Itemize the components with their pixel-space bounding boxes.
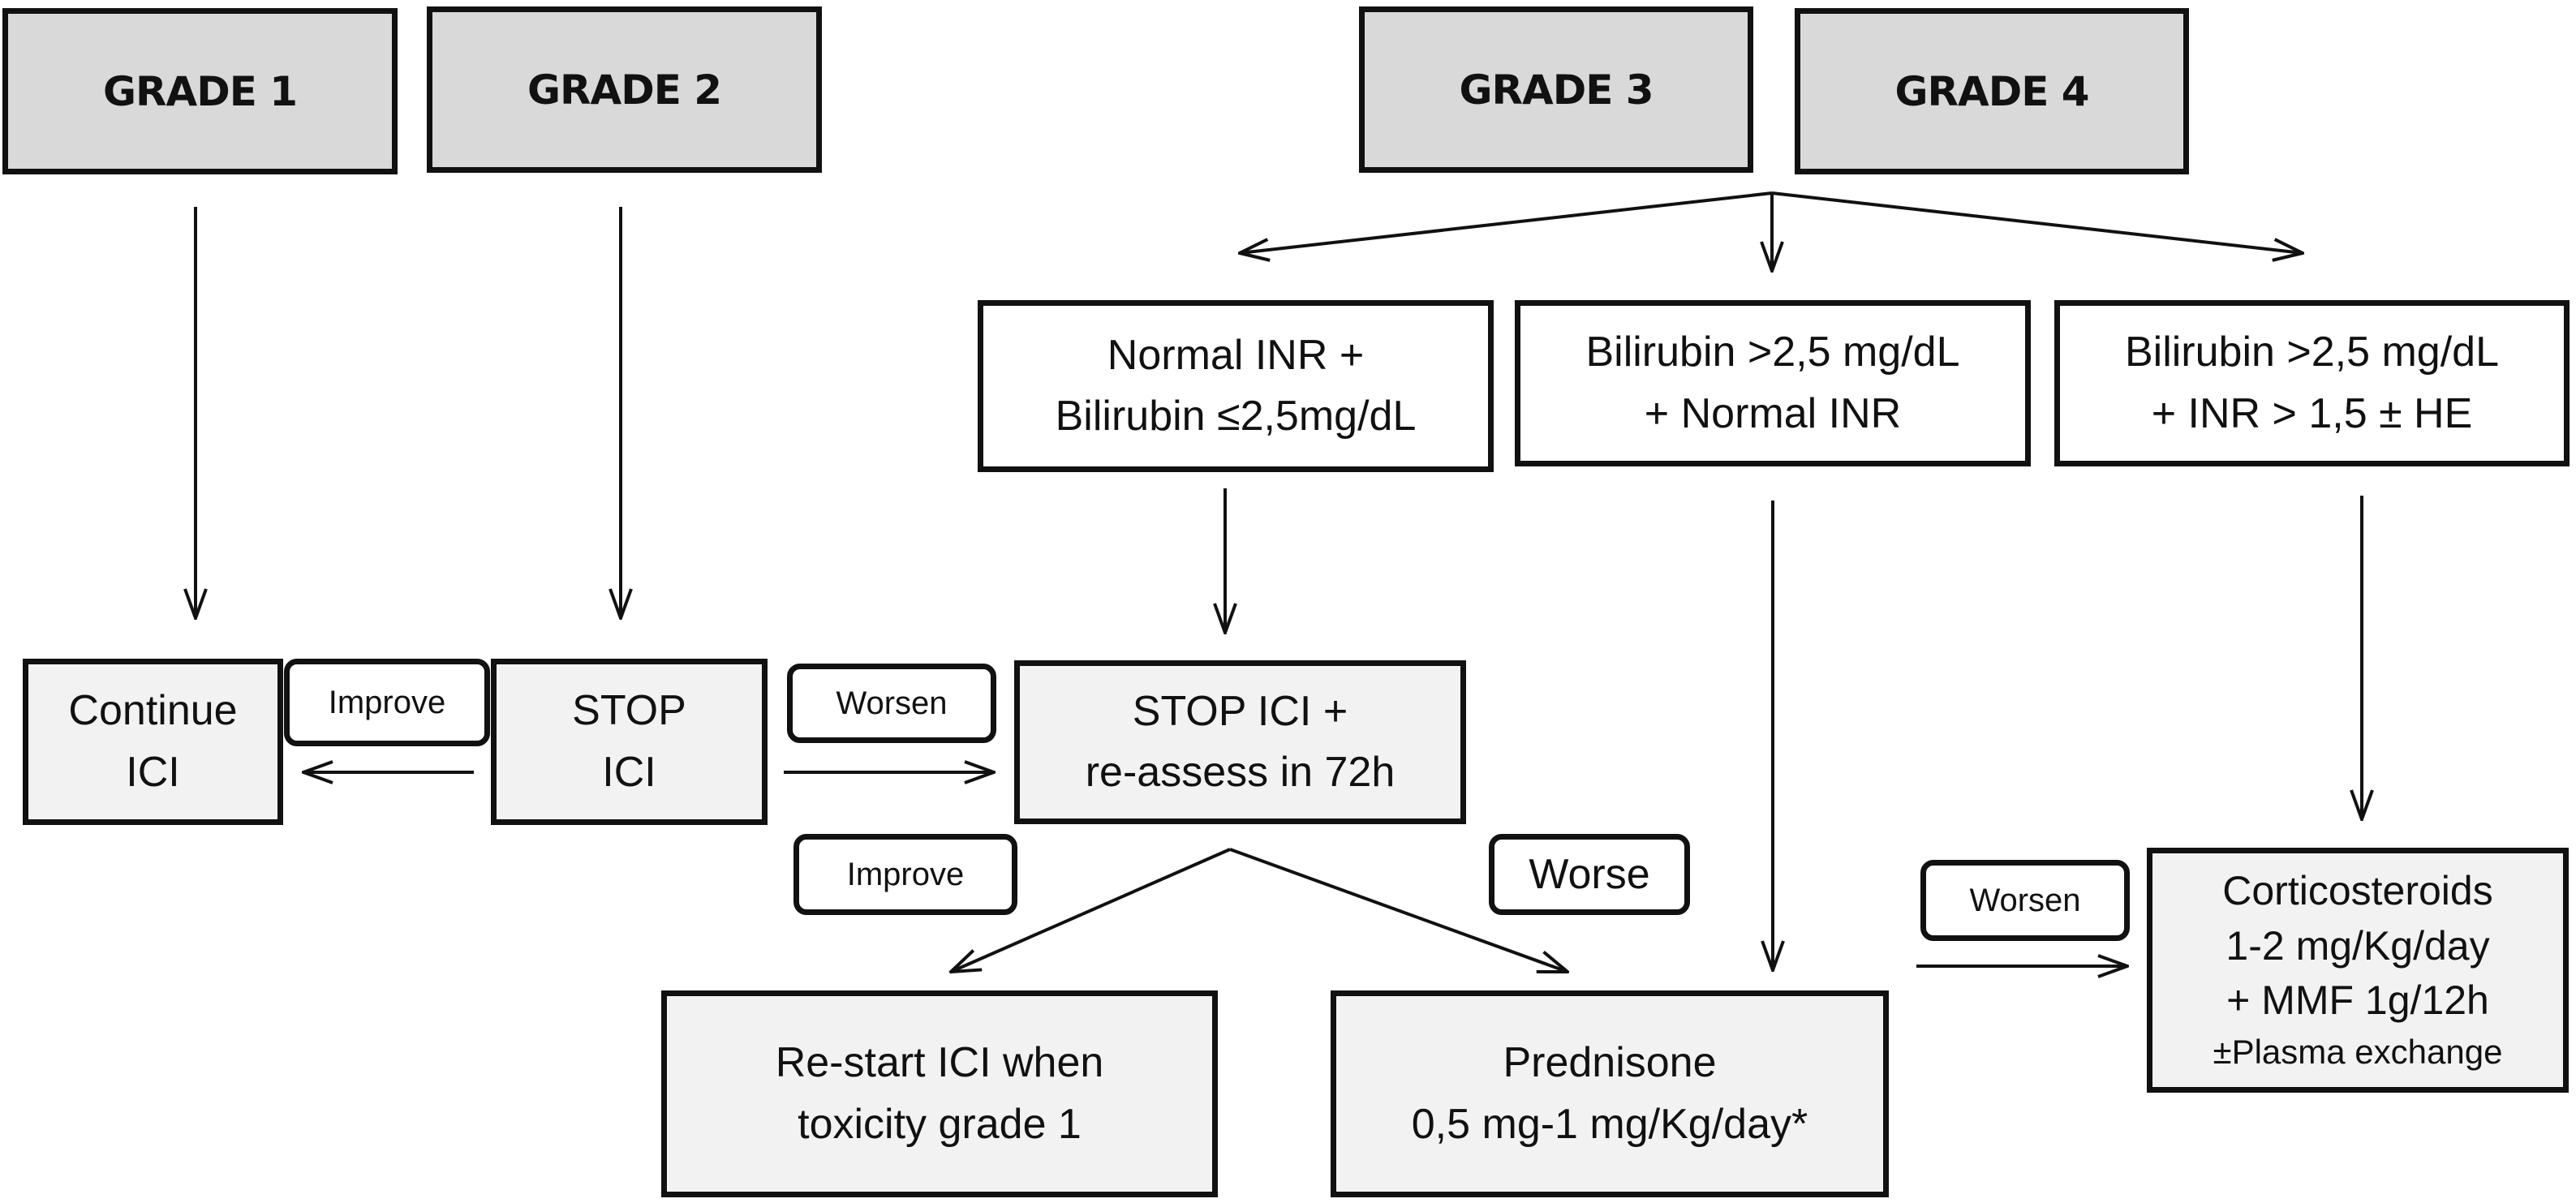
stop-reassess-line-1: STOP ICI + — [1132, 687, 1348, 735]
grade-2-box: GRADE 2 — [427, 6, 822, 173]
corticosteroids-line-3: + MMF 1g/12h — [2226, 977, 2489, 1024]
prednisone-line-2: 0,5 mg-1 mg/Kg/day* — [1411, 1100, 1808, 1148]
bili-normal-inr-line-1: Bilirubin >2,5 mg/dL — [1585, 329, 1960, 376]
stop-ici-line-2: ICI — [602, 748, 656, 796]
normal-inr-line-1: Normal INR + — [1107, 331, 1365, 379]
worsen-label-reassess-text: Worsen — [836, 685, 948, 721]
grade-1-box: GRADE 1 — [2, 8, 398, 174]
continue-ici-line-2: ICI — [126, 748, 180, 796]
grade-4-box: GRADE 4 — [1795, 8, 2189, 174]
continue-ici-box: Continue ICI — [23, 659, 283, 825]
worse-label-prednisone-text: Worse — [1529, 851, 1650, 898]
prednisone-line-1: Prednisone — [1503, 1039, 1717, 1087]
corticosteroids-line-2: 1-2 mg/Kg/day — [2226, 922, 2490, 969]
improve-label-continue: Improve — [284, 659, 490, 746]
restart-ici-line-1: Re-start ICI when — [775, 1039, 1104, 1087]
arrow-split-left — [1240, 191, 1773, 253]
stop-ici-box: STOP ICI — [491, 659, 768, 825]
bili-inr-he-line-1: Bilirubin >2,5 mg/dL — [2124, 329, 2500, 376]
grade-2-label: GRADE 2 — [527, 66, 722, 114]
bili-inr-he-box: Bilirubin >2,5 mg/dL + INR > 1,5 ± HE — [2054, 300, 2570, 466]
improve-label-restart-text: Improve — [846, 856, 965, 892]
corticosteroids-line-4: ±Plasma exchange — [2213, 1032, 2503, 1071]
improve-label-continue-text: Improve — [328, 684, 446, 720]
bili-inr-he-line-2: + INR > 1,5 ± HE — [2151, 389, 2473, 437]
worse-label-prednisone: Worse — [1489, 834, 1690, 915]
normal-inr-line-2: Bilirubin ≤2,5mg/dL — [1055, 393, 1417, 440]
grade-4-label: GRADE 4 — [1894, 67, 2089, 115]
worsen-label-reassess: Worsen — [787, 664, 996, 743]
corticosteroids-box: Corticosteroids 1-2 mg/Kg/day + MMF 1g/1… — [2147, 848, 2569, 1093]
arrow-reassess-to-restart — [951, 848, 1231, 972]
grade-3-box: GRADE 3 — [1359, 6, 1753, 173]
stop-reassess-box: STOP ICI + re-assess in 72h — [1014, 660, 1466, 824]
grade-3-label: GRADE 3 — [1459, 66, 1654, 114]
restart-ici-line-2: toxicity grade 1 — [798, 1100, 1082, 1148]
worsen-label-corticosteroids: Worsen — [1920, 860, 2130, 941]
worsen-label-corticosteroids-text: Worsen — [1969, 882, 2081, 918]
bili-normal-inr-box: Bilirubin >2,5 mg/dL + Normal INR — [1515, 300, 2031, 466]
stop-ici-line-1: STOP — [572, 687, 686, 735]
improve-label-restart: Improve — [793, 834, 1017, 915]
normal-inr-box: Normal INR + Bilirubin ≤2,5mg/dL — [978, 300, 1494, 472]
continue-ici-line-1: Continue — [68, 687, 238, 735]
bili-normal-inr-line-2: + Normal INR — [1644, 389, 1902, 437]
arrow-split-right — [1771, 191, 2303, 253]
prednisone-box: Prednisone 0,5 mg-1 mg/Kg/day* — [1331, 990, 1889, 1197]
restart-ici-box: Re-start ICI when toxicity grade 1 — [661, 990, 1218, 1197]
corticosteroids-line-1: Corticosteroids — [2222, 868, 2493, 914]
grade-1-label: GRADE 1 — [102, 67, 298, 115]
arrow-reassess-to-prednisone — [1229, 848, 1568, 972]
stop-reassess-line-2: re-assess in 72h — [1085, 749, 1396, 796]
